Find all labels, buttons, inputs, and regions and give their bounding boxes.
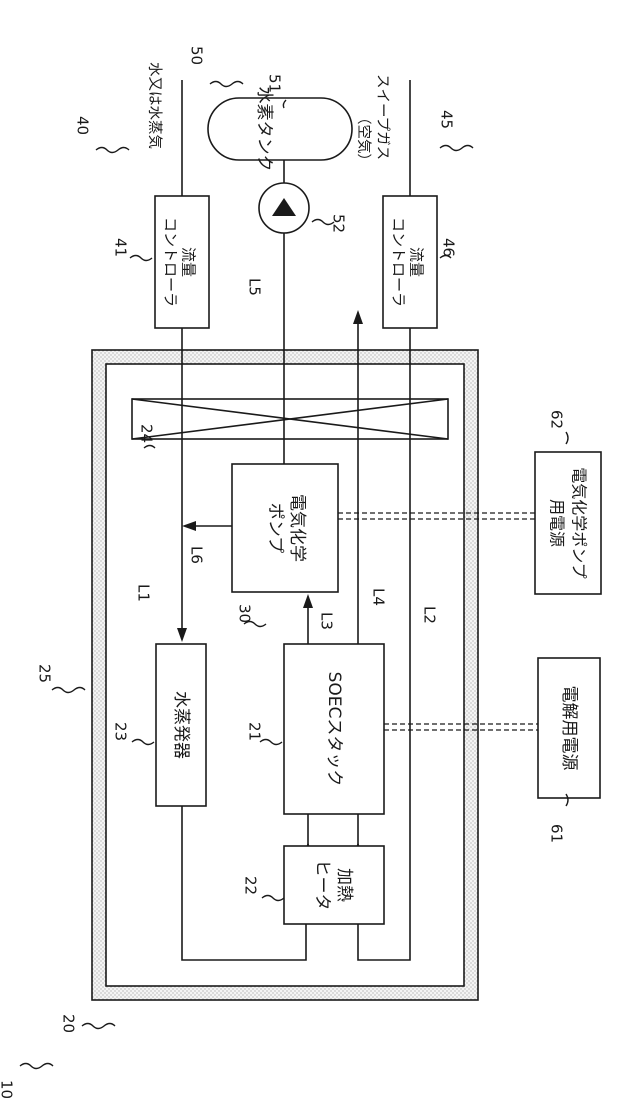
ecp-label-1: 電気化学 bbox=[287, 494, 307, 562]
ref-40: 40 bbox=[74, 116, 92, 135]
ecp-power-supply bbox=[535, 452, 601, 594]
sweep-controller-label-1: 流量 bbox=[408, 247, 426, 277]
hydrogen-tank bbox=[208, 98, 352, 160]
line-label-l6: L6 bbox=[188, 546, 206, 564]
ref-23: 23 bbox=[112, 722, 130, 741]
water-controller-label-2: コントローラ bbox=[162, 217, 180, 307]
ref-24: 24 bbox=[138, 424, 156, 443]
heater-label-1: 加熱 bbox=[334, 868, 354, 902]
soec-stack-label: SOECスタック bbox=[324, 672, 344, 787]
sweep-controller-label-2: コントローラ bbox=[390, 217, 408, 307]
electrolysis-power-label: 電解用電源 bbox=[559, 686, 579, 771]
ecp-power-label-1: 電気化学ポンプ bbox=[570, 467, 589, 579]
heater-label-2: ヒータ bbox=[312, 860, 332, 911]
ref-62: 62 bbox=[548, 410, 566, 429]
heat-exchanger bbox=[132, 399, 448, 439]
heater bbox=[284, 846, 384, 924]
line-label-l4: L4 bbox=[370, 588, 388, 606]
hydrogen-tank-label: 水素タンク bbox=[254, 87, 274, 172]
line-label-l5: L5 bbox=[246, 278, 264, 296]
ecp-label-2: ポンプ bbox=[265, 503, 285, 554]
ref-20: 20 bbox=[60, 1014, 78, 1033]
ref-61: 61 bbox=[548, 824, 566, 843]
ref-50: 50 bbox=[188, 46, 206, 65]
line-label-l3: L3 bbox=[318, 612, 336, 630]
water-controller-label-1: 流量 bbox=[180, 247, 198, 277]
water-input-label: 水又は水蒸気 bbox=[146, 62, 163, 149]
sweep-gas-label-1: スイープガス bbox=[374, 74, 391, 160]
ecp-power-label-2: 用電源 bbox=[548, 499, 567, 547]
hydrogen-pump bbox=[259, 183, 309, 233]
ref-22: 22 bbox=[242, 876, 260, 895]
ref-30: 30 bbox=[236, 604, 254, 623]
ref-25: 25 bbox=[36, 664, 54, 683]
ref-45: 45 bbox=[438, 110, 456, 129]
ref-41: 41 bbox=[112, 238, 130, 257]
line-label-l1: L1 bbox=[135, 584, 153, 602]
ref-51: 51 bbox=[266, 74, 284, 93]
ref-46: 46 bbox=[440, 238, 458, 257]
line-label-l2: L2 bbox=[421, 606, 439, 624]
steam-generator-label: 水蒸発器 bbox=[171, 691, 191, 759]
ref-10: 10 bbox=[0, 1080, 16, 1099]
sweep-gas-label-2: （空気） bbox=[355, 110, 372, 168]
ref-21: 21 bbox=[246, 722, 264, 741]
